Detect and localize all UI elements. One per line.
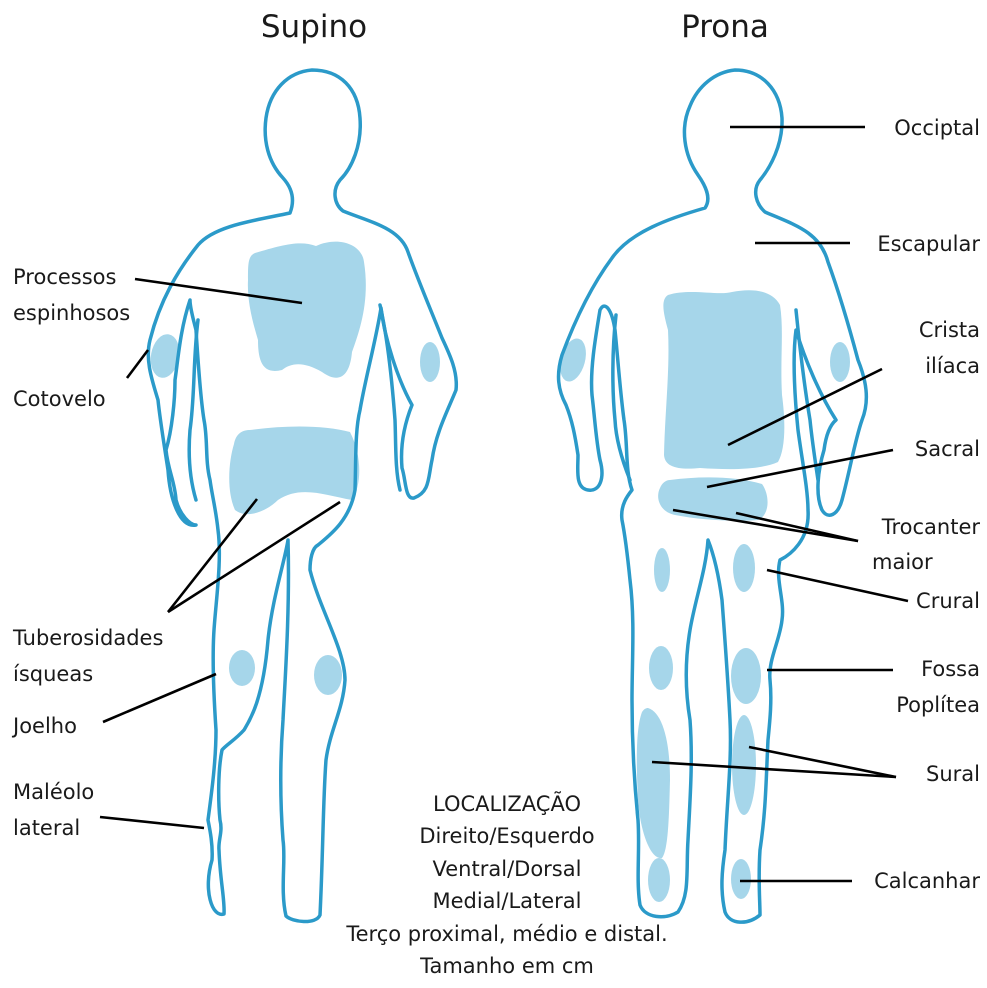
leader-tuberosidades-2 <box>168 502 340 612</box>
label-trocanter-1: Trocanter <box>881 515 981 539</box>
label-sural: Sural <box>926 762 980 786</box>
supine-area-elbow-right <box>420 342 440 382</box>
label-occipital: Occiptal <box>894 116 980 140</box>
label-processos-1: Processos <box>13 265 116 289</box>
title-supine: Supino <box>261 9 367 45</box>
supine-arm-inner-left <box>189 320 198 500</box>
label-fossa-1: Fossa <box>921 657 980 681</box>
leader-maleolo <box>100 817 204 828</box>
title-prone: Prona <box>681 9 769 45</box>
prone-area-heel-right <box>731 859 751 899</box>
note-line-3: Ventral/Dorsal <box>433 857 582 881</box>
label-escapular: Escapular <box>877 232 980 256</box>
leader-crural <box>767 570 908 601</box>
prone-area-crural-right <box>733 544 755 592</box>
prone-area-heel-left <box>648 858 670 902</box>
label-joelho: Joelho <box>11 714 77 738</box>
label-trocanter-2: maior <box>872 550 933 574</box>
note-line-5: Terço proximal, médio e distal. <box>345 922 667 946</box>
prone-area-popliteal-right <box>731 648 761 704</box>
supine-figure: Processos espinhosos Cotovelo Tuberosida… <box>11 70 456 922</box>
label-tuberosidades-1: Tuberosidades <box>12 626 163 650</box>
prone-area-sural-left <box>637 708 670 858</box>
label-maleolo-2: lateral <box>13 816 80 840</box>
label-tuberosidades-2: ísqueas <box>13 662 93 686</box>
leader-trocanter-2 <box>736 513 858 541</box>
note-line-4: Medial/Lateral <box>432 889 581 913</box>
supine-area-knee-right <box>314 655 342 695</box>
prone-area-popliteal-left <box>649 646 673 690</box>
leader-joelho <box>103 674 216 722</box>
prone-figure: Occiptal Escapular Crista ilíaca Sacral … <box>556 70 981 922</box>
prone-area-elbow-right <box>830 342 850 382</box>
leader-cotovelo <box>127 350 148 378</box>
label-calcanhar: Calcanhar <box>874 869 980 893</box>
prone-arm-inner-right <box>796 310 818 480</box>
note-line-6: Tamanho em cm <box>419 954 594 978</box>
supine-area-ischial <box>229 426 359 514</box>
supine-area-spinous-processes <box>248 242 366 378</box>
supine-arm-inner-right <box>380 305 400 490</box>
prone-area-crural-left <box>654 548 670 592</box>
label-crista-2: ilíaca <box>925 354 980 378</box>
label-crural: Crural <box>916 589 980 613</box>
prone-area-back <box>663 290 784 469</box>
label-sacral: Sacral <box>915 437 980 461</box>
label-crista-1: Crista <box>919 318 980 342</box>
label-fossa-2: Poplítea <box>896 693 980 717</box>
supine-area-knee-left <box>229 650 255 686</box>
label-maleolo-1: Maléolo <box>13 780 94 804</box>
label-processos-2: espinhosos <box>13 301 130 325</box>
location-note: LOCALIZAÇÃO Direito/Esquerdo Ventral/Dor… <box>345 790 667 978</box>
prone-area-sacral <box>658 477 767 520</box>
note-line-2: Direito/Esquerdo <box>419 824 594 848</box>
prone-area-sural-right <box>732 715 756 815</box>
note-line-1: LOCALIZAÇÃO <box>433 790 581 816</box>
label-cotovelo: Cotovelo <box>13 387 106 411</box>
